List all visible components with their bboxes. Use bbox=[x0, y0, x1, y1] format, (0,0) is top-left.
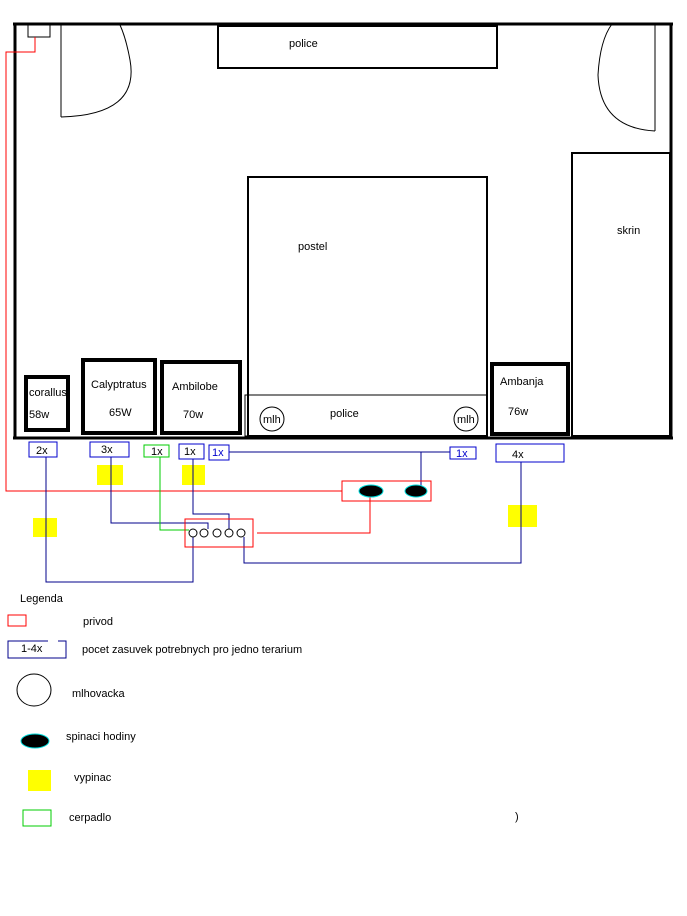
stray-mark: ) bbox=[515, 811, 519, 823]
timer-icon bbox=[404, 484, 428, 498]
mister-right-label: mlh bbox=[457, 414, 475, 426]
switch-icon bbox=[33, 518, 57, 537]
supply-wires bbox=[5, 37, 371, 534]
shelf-bottom-label: police bbox=[330, 408, 359, 420]
shelf-bottom: police mlh mlh bbox=[244, 394, 488, 437]
bed-label: postel bbox=[298, 241, 327, 253]
power-strip bbox=[184, 518, 254, 548]
legend-label: pocet zasuvek potrebnych pro jedno terar… bbox=[82, 644, 302, 656]
terrarium-name: Ambilobe bbox=[172, 381, 218, 393]
switch-icon bbox=[508, 505, 537, 527]
terrarium-name: Calyptratus bbox=[91, 379, 147, 391]
switch-wire-overlay bbox=[45, 465, 522, 537]
shelf-top-label: police bbox=[289, 38, 318, 50]
terrarium-name: corallus bbox=[29, 387, 67, 399]
legend-symbol: 1-4x bbox=[21, 643, 43, 655]
socket-count: 1x bbox=[151, 446, 163, 458]
terrarium-name: Ambanja bbox=[500, 376, 544, 388]
legend-label: vypinac bbox=[74, 772, 112, 784]
terrarium-power: 70w bbox=[183, 409, 203, 421]
socket-count: 3x bbox=[101, 444, 113, 456]
legend-label: privod bbox=[83, 616, 113, 628]
door-left bbox=[60, 24, 132, 118]
wardrobe: skrin bbox=[571, 152, 671, 437]
socket-labels: 2x 3x 1x 1x 1x 1x 4x bbox=[28, 441, 565, 463]
legend-label: spinaci hodiny bbox=[66, 731, 136, 743]
legend-title: Legenda bbox=[20, 593, 64, 605]
bed: postel bbox=[247, 176, 488, 437]
terrarium-power: 65W bbox=[109, 407, 132, 419]
socket-count: 1x bbox=[456, 448, 468, 460]
terrarium-power: 58w bbox=[29, 409, 49, 421]
wardrobe-label: skrin bbox=[617, 225, 640, 237]
shelf-top: police bbox=[217, 25, 498, 69]
socket-count: 1x bbox=[184, 446, 196, 458]
door-right bbox=[597, 23, 656, 132]
legend-label: cerpadlo bbox=[69, 812, 111, 824]
terrarium-corallus: corallus 58w bbox=[24, 375, 70, 432]
timer-box bbox=[341, 480, 432, 502]
terrarium-ambilobe: Ambilobe 70w bbox=[160, 360, 242, 435]
mister-left-label: mlh bbox=[263, 414, 281, 426]
legend-label: mlhovacka bbox=[72, 688, 125, 700]
room-walls bbox=[13, 22, 673, 440]
socket-count: 4x bbox=[512, 449, 524, 461]
switches bbox=[33, 465, 537, 537]
terrarium-power: 76w bbox=[508, 406, 528, 418]
switch-icon bbox=[97, 465, 123, 485]
outlet-box bbox=[27, 24, 51, 38]
legend: Legenda privod 1-4x pocet zasuvek potreb… bbox=[7, 593, 519, 827]
pump-wire bbox=[159, 457, 189, 531]
terrarium-calyptratus: Calyptratus 65W bbox=[81, 358, 157, 435]
socket-count: 1x bbox=[212, 447, 224, 459]
terrarium-ambanja: Ambanja 76w bbox=[490, 362, 570, 436]
timer-icon bbox=[358, 484, 384, 498]
socket-count: 2x bbox=[36, 445, 48, 457]
